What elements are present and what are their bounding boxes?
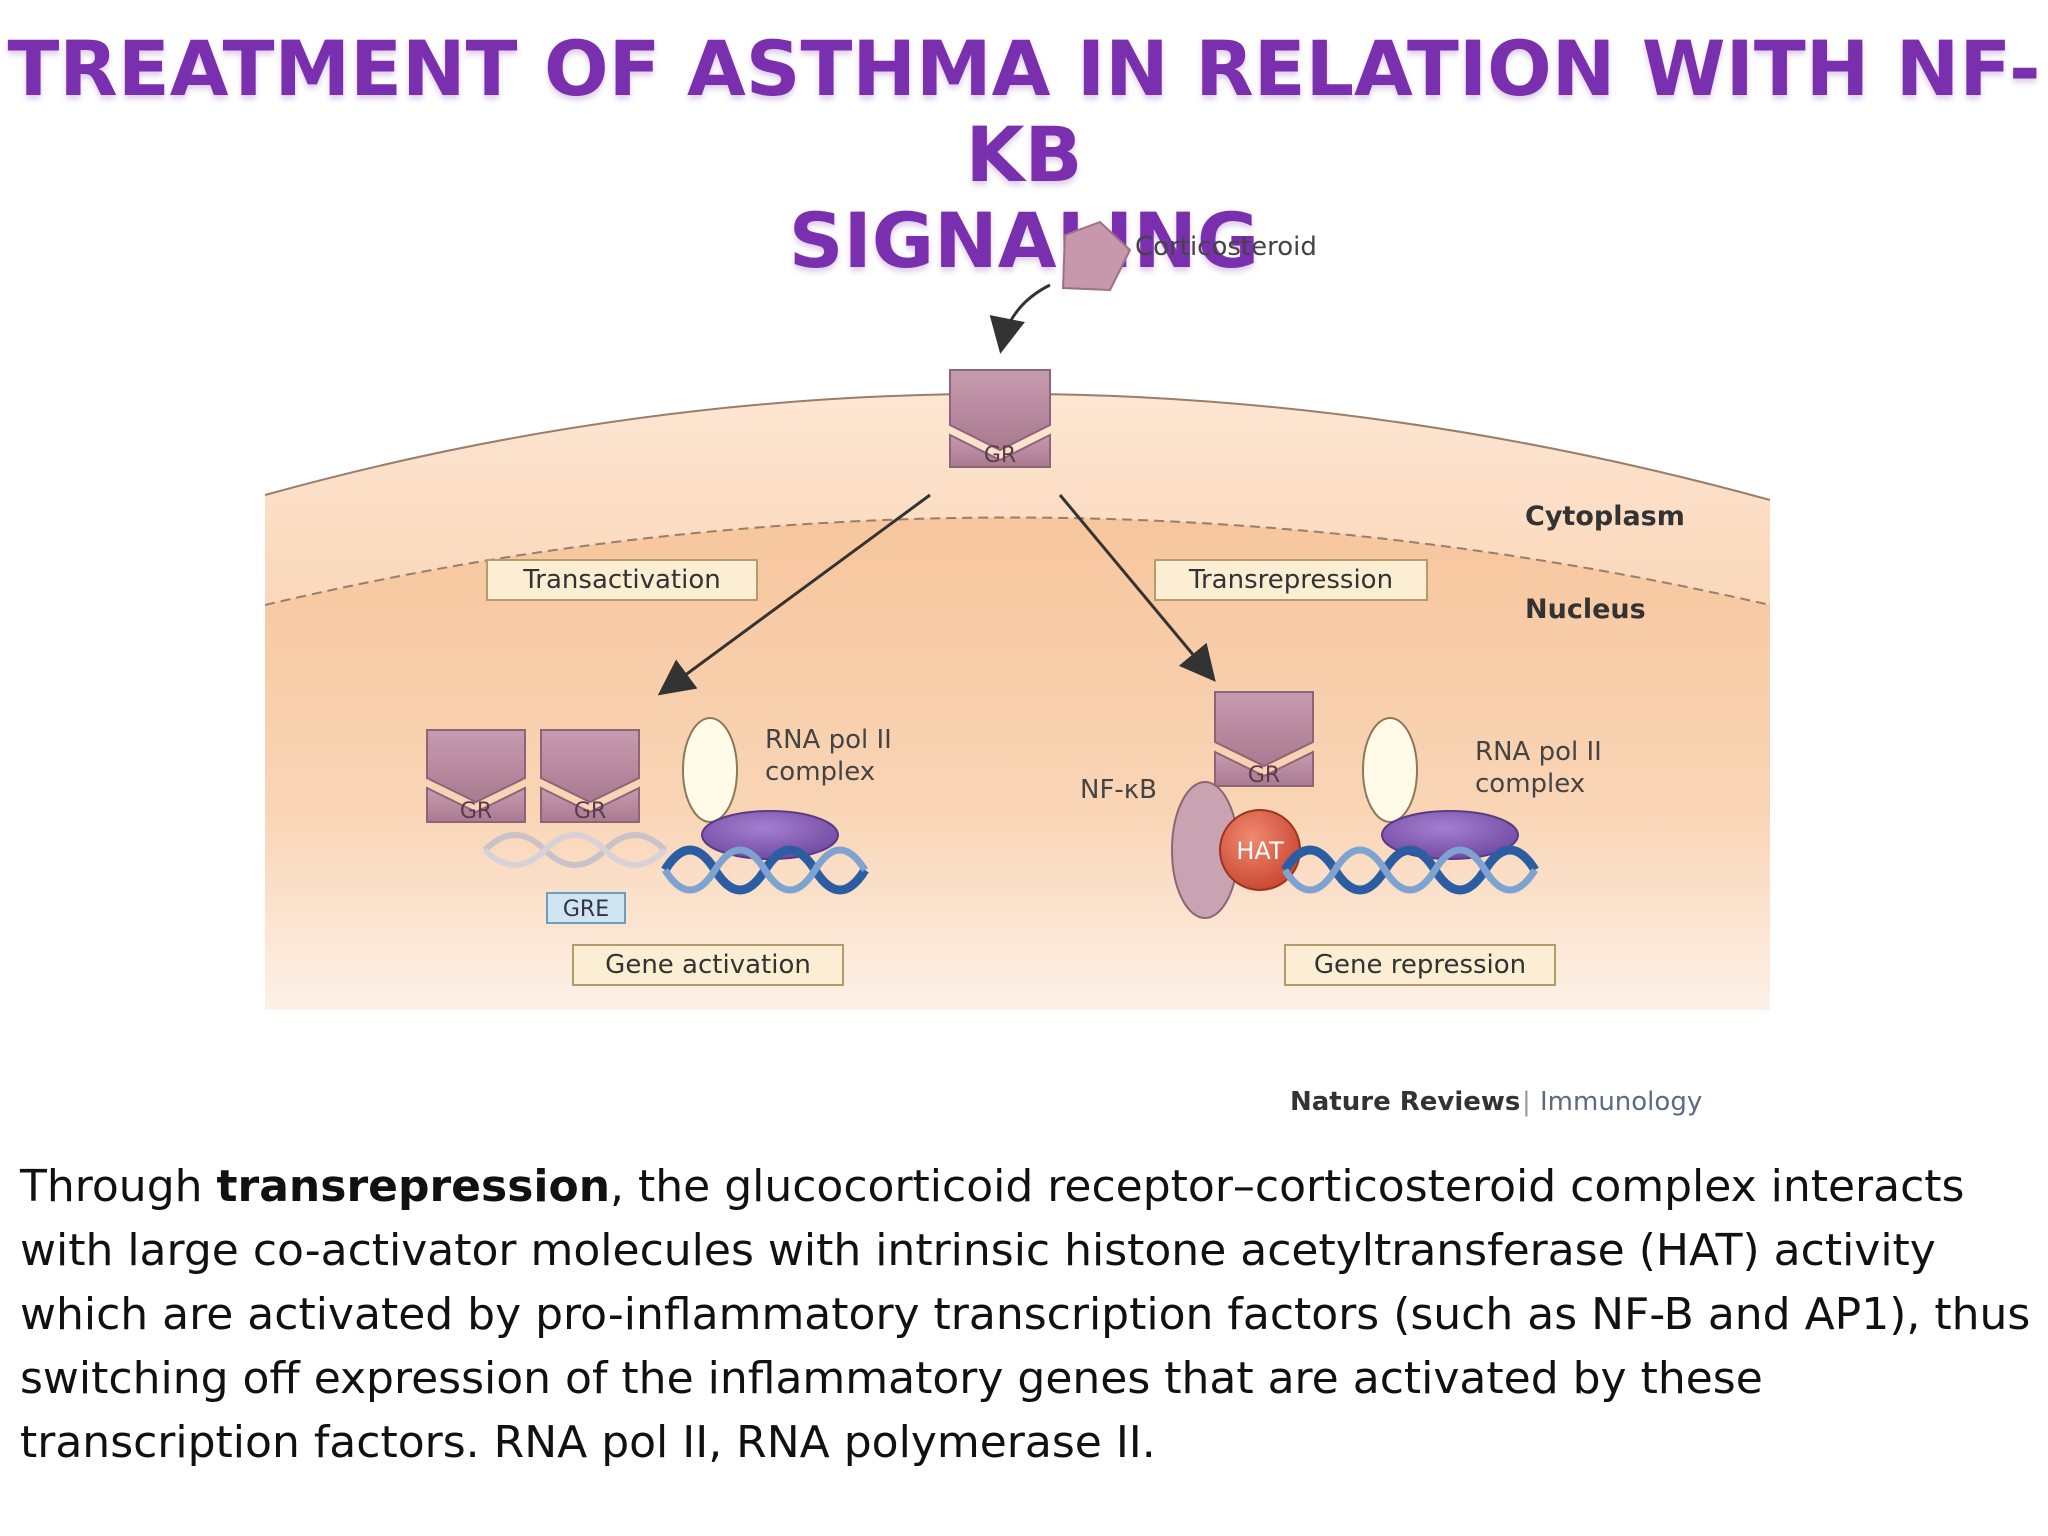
gr-label-left-1: GR — [460, 799, 492, 824]
corticosteroid-icon — [1061, 220, 1132, 292]
gr-label-membrane: GR — [984, 443, 1016, 468]
credit-separator: | — [1522, 1087, 1531, 1117]
gr-receptor-left-2: GR — [540, 729, 640, 824]
caption-paragraph: Through transrepression, the glucocortic… — [20, 1155, 2035, 1475]
gene-repression-label: Gene repression — [1314, 950, 1526, 980]
dna-left-strand-2 — [662, 846, 868, 894]
transrepression-label: Transrepression — [1188, 565, 1393, 595]
rna-pol-left — [701, 810, 839, 860]
gr-receptor-membrane: GR — [949, 369, 1051, 468]
gene-repression-box — [1284, 944, 1556, 986]
rna-pol-left-label-2: complex — [765, 757, 875, 787]
rna-pol-right-label-1: RNA pol II — [1475, 737, 1602, 767]
transactivation-arrow — [657, 493, 931, 696]
gre-dna-faded-strand — [482, 832, 668, 868]
gre-label: GRE — [563, 897, 609, 922]
gr-receptor-right: GR — [1214, 691, 1314, 788]
rna-pol-left-subunit — [682, 717, 738, 823]
signaling-diagram: Corticosteroid GR Cytoplasm Nucleus Tran… — [195, 210, 1860, 1130]
gene-activation-label: Gene activation — [605, 950, 811, 980]
slide-title: TREATMENT OF ASTHMA IN RELATION WITH NF-… — [0, 26, 2048, 284]
gr-label-right: GR — [1248, 763, 1280, 788]
cytoplasm-label: Cytoplasm — [1525, 501, 1685, 532]
title-line-2: SIGNALING — [788, 196, 1260, 285]
rna-pol-right-subunit — [1362, 717, 1418, 823]
caption-prefix: Through — [20, 1161, 217, 1212]
nucleus-region — [265, 517, 1770, 1010]
gre-box — [546, 892, 626, 924]
transactivation-box — [486, 559, 758, 601]
title-line-1: TREATMENT OF ASTHMA IN RELATION WITH NF-… — [7, 24, 2041, 199]
corticosteroid-label: Corticosteroid — [1135, 232, 1317, 262]
transrepression-arrow — [1058, 494, 1216, 682]
transrepression-box — [1154, 559, 1428, 601]
caption-bold-term: transrepression — [216, 1161, 611, 1212]
nucleus-label: Nucleus — [1525, 594, 1646, 625]
nfkb-label: NF-κB — [1080, 775, 1157, 805]
rna-pol-right-label-2: complex — [1475, 769, 1585, 799]
credit-journal: Nature Reviews — [1290, 1087, 1520, 1117]
dna-right-strand-1 — [1281, 845, 1539, 895]
gene-activation-box — [572, 944, 844, 986]
rna-pol-left-label-1: RNA pol II — [765, 725, 892, 755]
gr-label-left-2: GR — [574, 799, 606, 824]
gr-receptor-left-1: GR — [426, 729, 526, 824]
corticosteroid-arrow — [989, 283, 1051, 354]
diagram-svg: Corticosteroid GR Cytoplasm Nucleus Tran… — [264, 220, 1771, 1117]
caption-text: , the glucocorticoid receptor–corticoste… — [20, 1161, 2031, 1468]
transactivation-label: Transactivation — [522, 565, 720, 595]
dna-right-strand-2 — [1282, 846, 1538, 894]
credit-section: Immunology — [1540, 1087, 1702, 1117]
gre-dna-faded — [482, 832, 668, 868]
hat-label: HAT — [1236, 837, 1284, 865]
